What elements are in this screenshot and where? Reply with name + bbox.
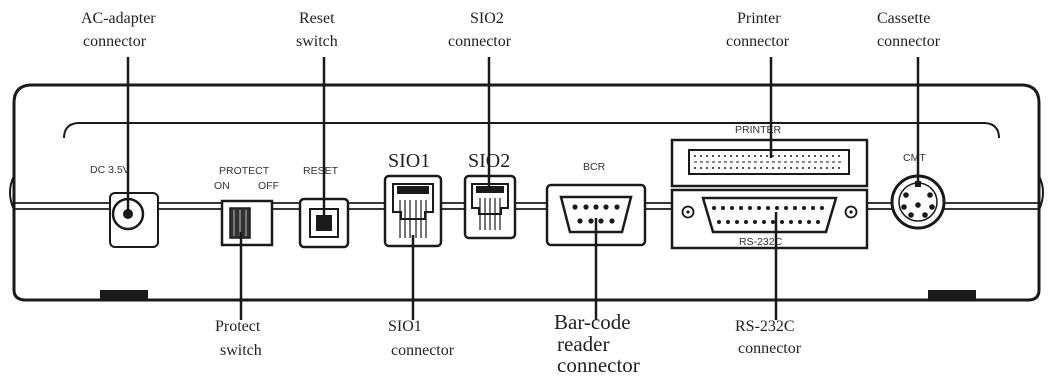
callout-reset: Reset switch [296,10,338,50]
callout-line: AC-adapter [81,10,156,27]
callout-line: SIO1 [388,318,422,335]
panel-label-dc: DC 3.5V [90,164,130,176]
callout-line: connector [877,33,941,50]
callout-line: connector [448,33,512,50]
leader-lines [126,57,920,320]
panel-label-reset: RESET [303,165,339,177]
panel-label-rs232c: RS-232C [739,236,783,248]
callout-line: connector [738,340,802,357]
callout-line: RS-232C [735,318,795,335]
panel-label-off: OFF [258,180,279,192]
callout-line: connector [391,342,455,359]
panel-label-printer: PRINTER [735,124,782,136]
callout-line: switch [220,342,262,359]
callout-line: switch [296,33,338,50]
panel-label-on: ON [214,180,230,192]
callout-line: Reset [299,10,335,27]
callout-rs232c: RS-232C connector [735,318,802,357]
callout-line: Bar-code [554,310,631,334]
callout-line: reader [557,332,609,356]
callout-line: connector [557,353,640,377]
callout-line: connector [83,33,147,50]
panel-label-protect: PROTECT [219,165,270,177]
printer-connector [670,138,869,188]
callout-line: Printer [737,10,781,27]
panel-label-sio1: SIO1 [388,150,430,172]
panel-label-bcr: BCR [583,161,606,173]
callout-sio2: SIO2 connector [448,10,512,50]
protect-switch [220,199,274,247]
callout-barcode: Bar-code reader connector [554,310,640,377]
callout-line: Protect [215,318,261,335]
panel-label-cmt: CMT [903,152,926,164]
callout-cassette: Cassette connector [877,10,941,50]
callout-line: SIO2 [470,10,504,27]
callout-protect: Protect switch [215,318,262,359]
callout-sio1: SIO1 connector [388,318,455,359]
bcr-connector [545,183,647,247]
callout-line: connector [726,33,790,50]
rs232c-connector [670,188,869,250]
callout-line: Cassette [877,10,930,27]
dc-jack [109,192,159,248]
callout-ac-adapter: AC-adapter connector [81,10,156,50]
device-body [9,83,1044,302]
callout-printer: Printer connector [726,10,790,50]
